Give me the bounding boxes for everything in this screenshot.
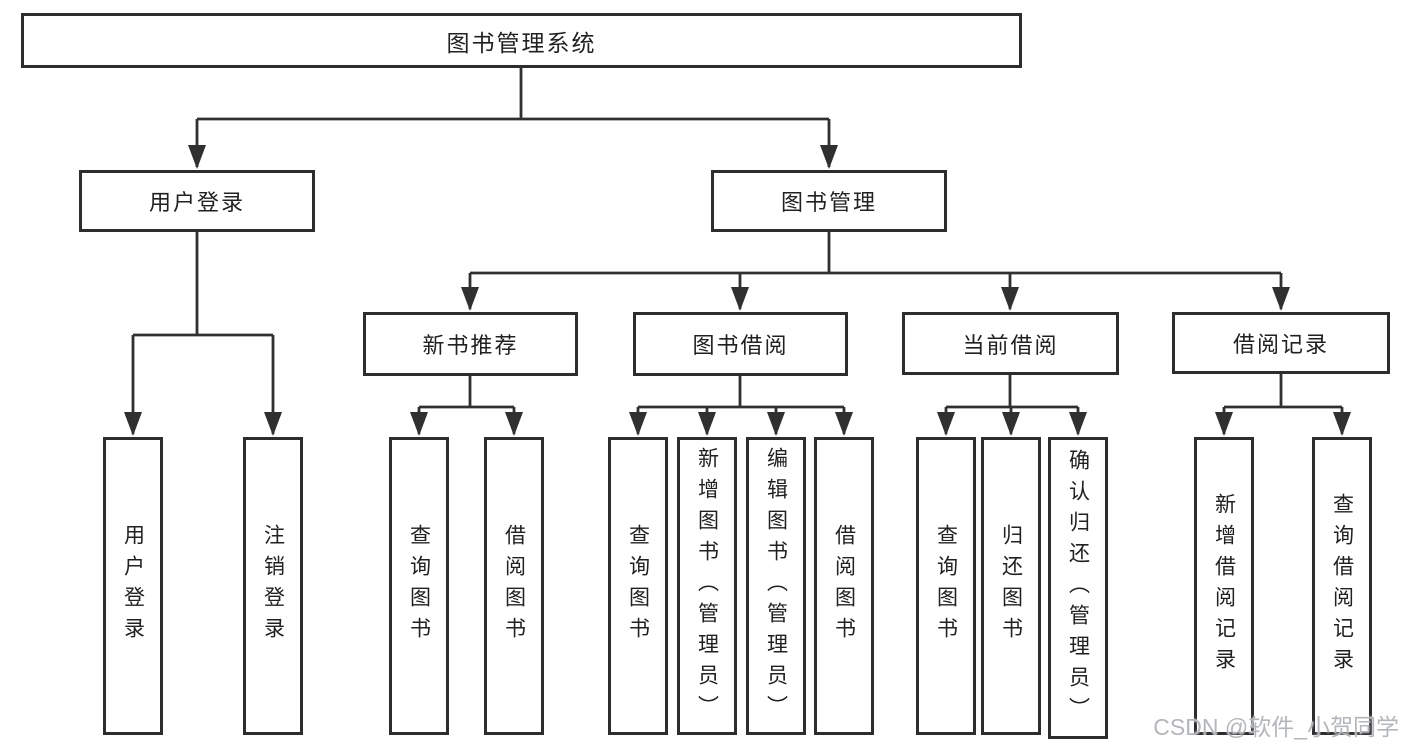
node-query-books-2: 查询图书 <box>608 437 668 735</box>
node-label: 查询图书 <box>407 524 431 648</box>
node-label: 查询图书 <box>626 524 650 648</box>
node-book-borrowing: 图书借阅 <box>633 312 848 376</box>
node-label: 借阅记录 <box>1232 332 1329 357</box>
node-add-borrow-record: 新增借阅记录 <box>1194 437 1254 735</box>
node-query-books-1: 查询图书 <box>389 437 449 735</box>
node-add-books-admin: 新增图书（管理员） <box>677 437 737 735</box>
node-label: 编辑图书（管理员） <box>764 446 788 726</box>
node-logout-leaf: 注销登录 <box>243 437 303 735</box>
node-query-books-3: 查询图书 <box>916 437 976 735</box>
node-label: 借阅图书 <box>832 524 856 648</box>
node-current-borrowing: 当前借阅 <box>902 312 1119 375</box>
node-label: 查询借阅记录 <box>1330 493 1354 679</box>
node-label: 图书借阅 <box>692 333 789 358</box>
node-label: 用户登录 <box>121 524 145 648</box>
node-library-management-system: 图书管理系统 <box>21 13 1022 68</box>
node-return-books: 归还图书 <box>981 437 1041 735</box>
node-borrow-books-1: 借阅图书 <box>484 437 544 735</box>
connector-stems <box>131 68 1344 434</box>
node-user-login-leaf: 用户登录 <box>103 437 163 735</box>
node-borrowing-records: 借阅记录 <box>1172 312 1390 374</box>
watermark: CSDN @软件_小贺同学 <box>1153 714 1399 740</box>
node-label: 借阅图书 <box>502 524 526 648</box>
node-label: 图书管理系统 <box>446 29 597 56</box>
node-borrow-books-2: 借阅图书 <box>814 437 874 735</box>
node-query-borrow-record: 查询借阅记录 <box>1312 437 1372 735</box>
node-label: 归还图书 <box>999 524 1023 648</box>
node-label: 注销登录 <box>261 524 285 648</box>
node-label: 用户登录 <box>148 190 245 215</box>
node-label: 新书推荐 <box>422 333 519 358</box>
node-new-book-recommendation: 新书推荐 <box>363 312 578 376</box>
node-label: 确认归还（管理员） <box>1066 448 1090 728</box>
node-book-management: 图书管理 <box>711 170 947 232</box>
node-label: 图书管理 <box>780 190 877 215</box>
node-user-login: 用户登录 <box>79 170 315 232</box>
node-label: 查询图书 <box>934 524 958 648</box>
node-label: 新增图书（管理员） <box>695 446 719 726</box>
node-edit-books-admin: 编辑图书（管理员） <box>746 437 806 735</box>
node-label: 新增借阅记录 <box>1212 493 1236 679</box>
node-confirm-return-admin: 确认归还（管理员） <box>1048 437 1108 739</box>
connector-arrows <box>124 145 1351 436</box>
node-label: 当前借阅 <box>962 332 1059 358</box>
